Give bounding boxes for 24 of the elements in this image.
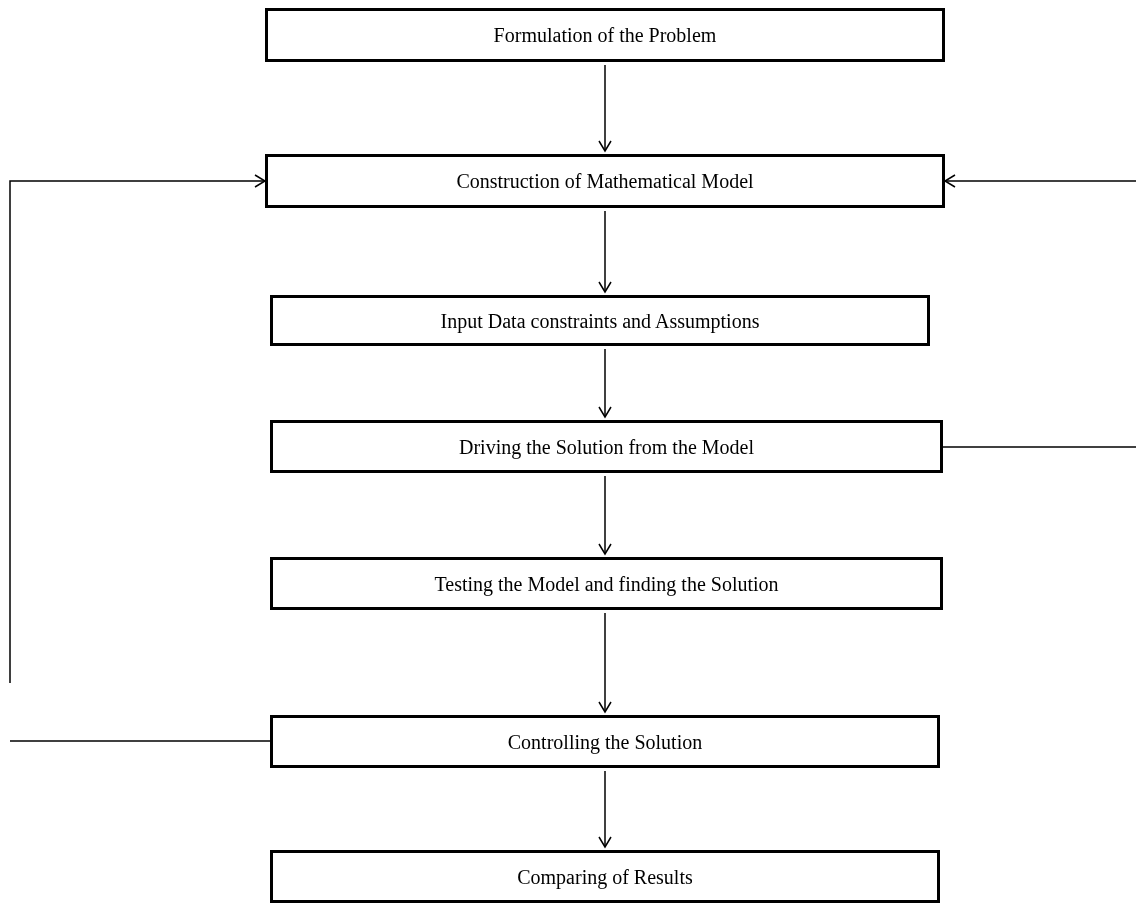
process-box bbox=[270, 557, 943, 610]
process-box bbox=[270, 850, 940, 903]
process-box bbox=[265, 154, 945, 208]
process-box bbox=[265, 8, 945, 62]
box-text: Formulation of the Problem bbox=[493, 23, 717, 48]
arrow bbox=[598, 475, 612, 555]
box-text: Comparing of Results bbox=[517, 864, 693, 891]
box-text: Construction of Mathematical Model bbox=[456, 169, 754, 194]
arrow bbox=[598, 210, 612, 293]
arrow bbox=[598, 612, 612, 713]
arrow bbox=[9, 174, 266, 684]
arrow bbox=[944, 174, 1136, 188]
box-text: Controlling the Solution bbox=[507, 729, 703, 756]
process-box bbox=[270, 420, 943, 473]
box-text: Testing the Model and finding the Solution bbox=[434, 571, 779, 598]
connector-line bbox=[9, 740, 271, 742]
box-text: Input Data constraints and Assumptions bbox=[440, 308, 760, 335]
arrow bbox=[598, 348, 612, 418]
process-box bbox=[270, 715, 940, 768]
arrow bbox=[598, 64, 612, 152]
box-text: Driving the Solution from the Model bbox=[459, 434, 754, 461]
arrow bbox=[598, 770, 612, 848]
process-box bbox=[270, 295, 930, 346]
connector-line bbox=[942, 446, 1136, 448]
